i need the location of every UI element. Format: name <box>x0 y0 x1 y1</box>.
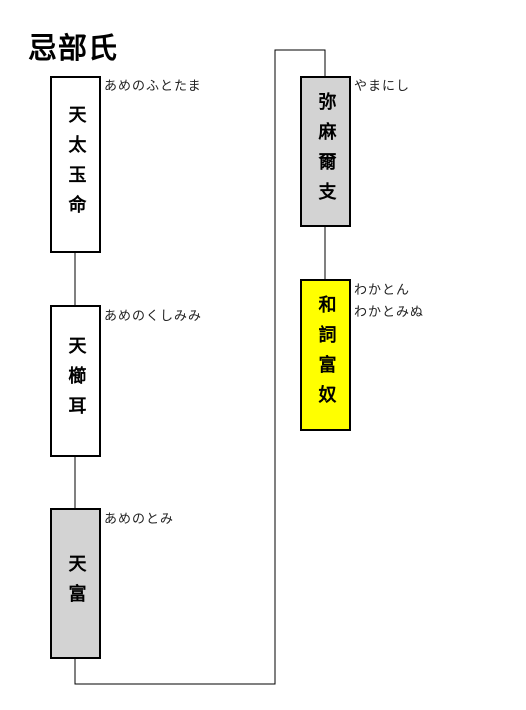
person-reading: あめのくしみみ <box>104 306 202 328</box>
reading-line: あめのとみ <box>104 512 175 527</box>
reading-line: わかとみぬ <box>354 305 425 320</box>
reading-line: わかとん <box>354 283 411 298</box>
reading-line: あめのふとたま <box>104 79 202 94</box>
person-box-ame-no-tomi: 天富 <box>50 508 101 659</box>
person-box-ame-no-kushimimi: 天櫛耳 <box>50 305 101 457</box>
connector-tomi-yamanishi <box>74 49 326 685</box>
person-reading: やまにし <box>354 76 410 98</box>
person-name: 弥麻爾支 <box>315 91 337 212</box>
reading-line: あめのくしみみ <box>104 309 203 324</box>
lineage-title: 忌部氏 <box>28 31 119 65</box>
person-reading: あめのとみ <box>104 509 174 531</box>
person-reading: あめのふとたま <box>104 76 202 98</box>
person-box-wakaton: 和詞富奴 <box>300 279 351 431</box>
reading-line: やまにし <box>354 79 411 94</box>
person-name: 和詞富奴 <box>315 295 337 415</box>
person-name: 天富 <box>65 553 87 614</box>
person-reading: わかとん わかとみぬ <box>354 280 424 324</box>
person-box-yamanishi: 弥麻爾支 <box>300 76 351 227</box>
person-box-ame-no-futotama: 天太玉命 <box>50 76 101 253</box>
person-name: 天太玉命 <box>65 104 87 225</box>
person-name: 天櫛耳 <box>65 336 87 426</box>
